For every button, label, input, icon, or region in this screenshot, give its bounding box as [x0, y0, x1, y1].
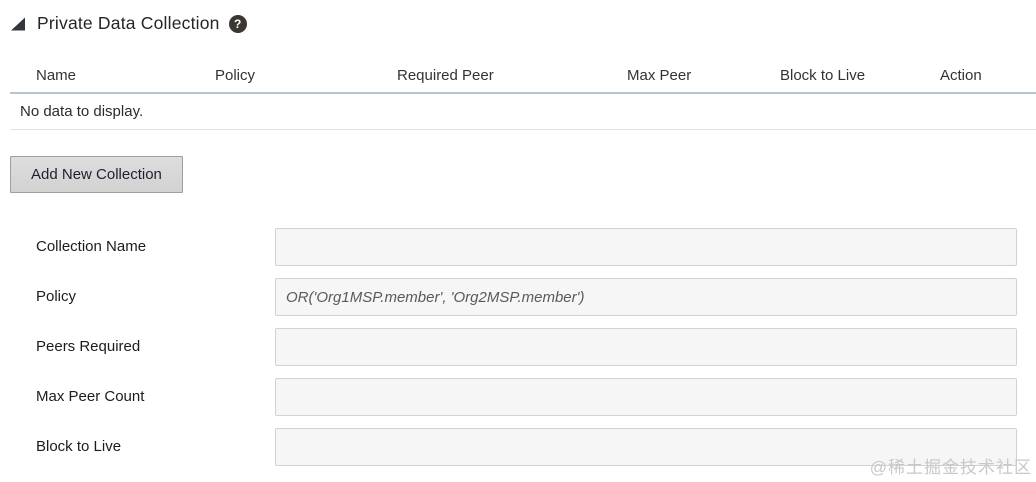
form-row-policy: Policy	[0, 278, 1036, 316]
max-peer-count-input[interactable]	[275, 378, 1017, 416]
help-icon[interactable]: ?	[228, 14, 247, 33]
form-row-block-to-live: Block to Live	[0, 428, 1036, 466]
form-row-collection-name: Collection Name	[0, 228, 1036, 266]
collections-table: Name Policy Required Peer Max Peer Block…	[10, 58, 1036, 130]
block-to-live-label: Block to Live	[36, 438, 122, 455]
policy-label: Policy	[36, 288, 77, 305]
max-peer-count-label: Max Peer Count	[36, 388, 145, 405]
collection-form: Collection Name Policy Peers Required Ma…	[0, 228, 1036, 478]
add-new-collection-button[interactable]: Add New Collection	[10, 156, 183, 193]
form-row-max-peer-count: Max Peer Count	[0, 378, 1036, 416]
column-header-name: Name	[36, 66, 77, 84]
block-to-live-input[interactable]	[275, 428, 1017, 466]
column-header-required-peer: Required Peer	[397, 66, 494, 84]
table-header-row: Name Policy Required Peer Max Peer Block…	[10, 58, 1036, 94]
policy-input[interactable]	[275, 278, 1017, 316]
column-header-block-to-live: Block to Live	[780, 66, 866, 84]
column-header-max-peer: Max Peer	[627, 66, 692, 84]
panel-header: Private Data Collection ?	[10, 13, 247, 34]
collapse-triangle-icon[interactable]	[10, 17, 26, 31]
collection-name-label: Collection Name	[36, 238, 147, 255]
form-row-peers-required: Peers Required	[0, 328, 1036, 366]
peers-required-input[interactable]	[275, 328, 1017, 366]
panel-title: Private Data Collection	[37, 13, 220, 33]
table-empty-row: No data to display.	[10, 94, 1036, 130]
empty-message: No data to display.	[20, 103, 144, 120]
column-header-action: Action	[940, 66, 982, 84]
peers-required-label: Peers Required	[36, 338, 141, 355]
column-header-policy: Policy	[215, 66, 256, 84]
collection-name-input[interactable]	[275, 228, 1017, 266]
